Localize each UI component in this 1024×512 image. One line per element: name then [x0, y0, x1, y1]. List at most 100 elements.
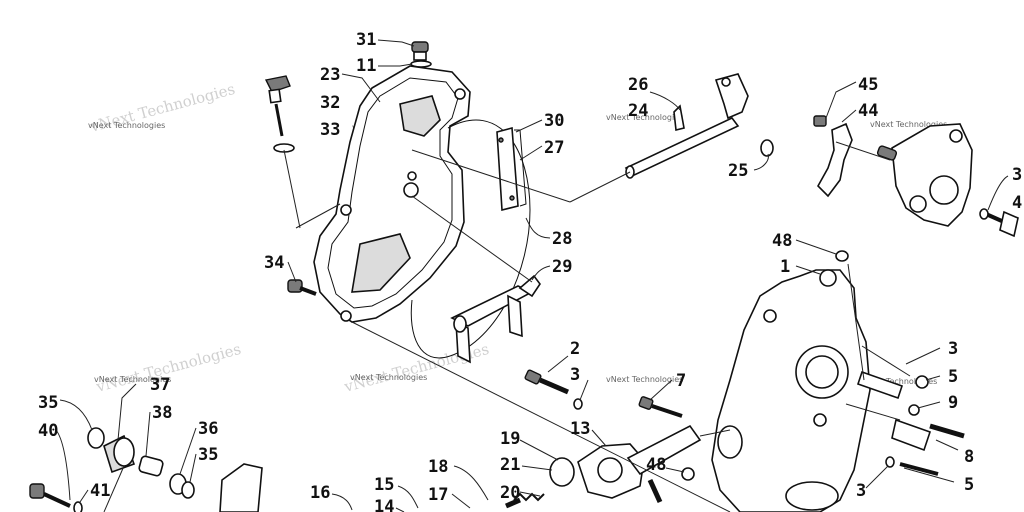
callout-38: 38: [152, 403, 172, 423]
pump-gasket: [549, 457, 575, 487]
callout-28: 28: [552, 229, 572, 249]
callout-34: 34: [264, 253, 284, 273]
callout-37: 37: [150, 375, 170, 395]
washer: [979, 208, 989, 220]
callout-31: 31: [356, 30, 376, 50]
tensioner-bracket: [450, 274, 541, 364]
nut-48: [681, 467, 695, 481]
bolt-5: [885, 456, 939, 476]
watermark-text: vNext Technologies: [606, 113, 683, 122]
bolt-34: [287, 279, 317, 296]
callout-5: 5: [948, 367, 958, 387]
gear-case-shaft-boss: [717, 425, 743, 459]
callout-27: 27: [544, 138, 564, 158]
cover-bolt-boss: [340, 310, 352, 322]
dipstick: [264, 75, 291, 137]
washer-3: [573, 398, 583, 410]
pump-spring: [513, 492, 545, 502]
callout-4: 4: [1012, 193, 1022, 213]
assembly-line: [699, 429, 731, 437]
plug: [411, 41, 429, 61]
callout-11: 11: [356, 56, 376, 76]
callout-35: 35: [38, 393, 58, 413]
callout-18: 18: [428, 457, 448, 477]
callout-35: 35: [198, 445, 218, 465]
shaft-o-ring: [760, 139, 774, 157]
watermark-text: vNext Technologies: [606, 375, 683, 384]
roller-37: [103, 434, 136, 474]
assembly-line: [861, 345, 911, 377]
callout-3: 3: [1012, 165, 1022, 185]
gear-case-boss: [763, 309, 777, 323]
assembly-line: [569, 171, 631, 203]
callout-1: 1: [780, 257, 790, 277]
callout-33: 33: [320, 120, 340, 140]
watermark-text: vNext Technologies: [350, 373, 427, 382]
callout-20: 20: [500, 483, 520, 503]
bushing-38: [138, 455, 164, 477]
assembly-line: [847, 263, 865, 381]
callout-19: 19: [500, 429, 520, 449]
callout-7: 7: [676, 371, 686, 391]
detent-plunger: [856, 370, 965, 452]
cover-recess: [399, 95, 441, 137]
callout-25: 25: [728, 161, 748, 181]
nut-48: [835, 250, 849, 262]
assembly-line: [295, 203, 341, 229]
callout-40: 40: [38, 421, 58, 441]
callout-9: 9: [948, 393, 958, 413]
callout-32: 32: [320, 93, 340, 113]
bolt-4: [985, 210, 1019, 238]
gear-housing-cover: [876, 123, 973, 227]
callout-29: 29: [552, 257, 572, 277]
callout-17: 17: [428, 485, 448, 505]
leader-lines: [55, 39, 1009, 512]
plate-screw-hole: [509, 195, 515, 201]
callout-8: 8: [964, 447, 974, 467]
watermark-text: vNext Technologies: [870, 120, 947, 129]
bolt-40: [29, 483, 71, 508]
gear-case-boss: [813, 413, 827, 427]
bolt-7: [638, 396, 683, 418]
assembly-line: [835, 141, 891, 161]
shift-lever: [813, 115, 853, 198]
assembly-line: [411, 195, 533, 283]
pump-housing: [577, 424, 702, 499]
spring-14: [505, 497, 521, 509]
gear-case: [711, 269, 871, 512]
o-ring: [410, 60, 432, 68]
watermark-text: vNext Technologies: [88, 121, 165, 130]
callout-13: 13: [570, 419, 590, 439]
inspection-plate: [496, 126, 519, 212]
assembly-line: [103, 465, 125, 512]
callout-15: 15: [374, 475, 394, 495]
assembly-line: [283, 149, 301, 229]
parts: [29, 41, 1019, 512]
callout-26: 26: [628, 75, 648, 95]
cover-hole: [403, 182, 419, 198]
callout-2: 2: [570, 339, 580, 359]
callout-48: 48: [646, 455, 666, 475]
plate-gasket: [514, 129, 527, 207]
pump-stud: [647, 478, 663, 504]
assembly-line: [845, 403, 901, 421]
callout-23: 23: [320, 65, 340, 85]
callout-3: 3: [570, 365, 580, 385]
idler-bracket: [219, 463, 263, 512]
callout-14: 14: [374, 497, 394, 512]
watermark-text: vNext Technologies: [94, 375, 171, 384]
gear-case-bore-inner: [805, 355, 839, 389]
cover-hole: [407, 171, 417, 181]
callout-44: 44: [858, 101, 878, 121]
callout-48: 48: [772, 231, 792, 251]
callout-30: 30: [544, 111, 564, 131]
callout-16: 16: [310, 483, 330, 503]
callout-24: 24: [628, 101, 648, 121]
callout-21: 21: [500, 455, 520, 475]
watermark-text: vNext Technologies: [860, 377, 937, 386]
callout-labels: 31 11 23 32 33 30 27 28 29 34 26 24 25 4…: [38, 30, 1022, 512]
cover-recess: [351, 233, 411, 293]
washer-35: [87, 427, 105, 449]
callout-36: 36: [198, 419, 218, 439]
